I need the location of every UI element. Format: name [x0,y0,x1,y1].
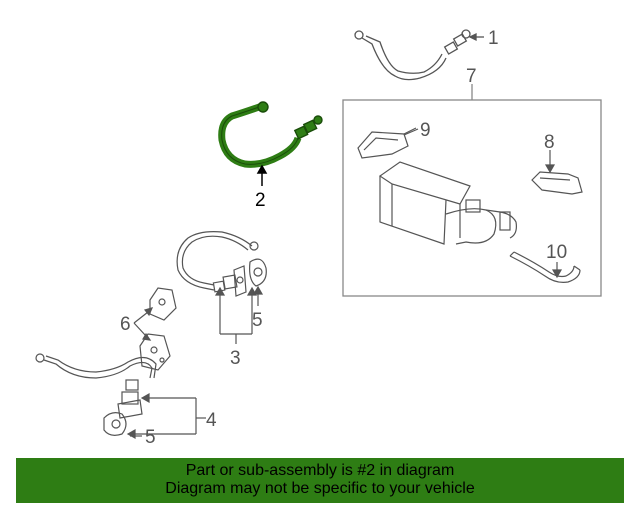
callout-9: 9 [420,120,431,141]
callout-5-upper: 5 [252,310,263,331]
part-7-canister-box[interactable] [342,84,602,297]
part-3-oxygen-sensor[interactable] [176,231,259,297]
callout-8: 8 [544,132,555,153]
part-5-gasket-lower[interactable] [103,412,127,436]
callout-7: 7 [466,66,477,87]
part-6-heat-shield-upper[interactable] [149,287,177,321]
part-9-bracket[interactable] [357,127,417,159]
part-8-clip[interactable] [531,171,583,195]
callout-5-lower: 5 [145,427,156,448]
part-5-gasket-upper[interactable] [249,258,267,287]
callout-9-leader [403,128,419,136]
callout-5-upper-arrow [252,285,264,306]
banner-line-2: Diagram may not be specific to your vehi… [165,480,475,497]
callout-3-bracket [214,286,258,344]
banner-line-1: Part or sub-assembly is #2 in diagram [185,462,455,479]
callout-6: 6 [120,314,131,335]
callout-8-arrow [544,150,556,174]
part-6-heat-shield-lower[interactable] [139,333,171,371]
callout-2: 2 [255,190,266,211]
callout-3: 3 [230,348,241,369]
callout-10: 10 [546,242,567,263]
part-2-oxygen-sensor-highlighted[interactable] [218,101,323,168]
parts-diagram: 1 2 3 4 5 5 6 7 8 9 10 [35,28,602,448]
callout-10-arrow [551,262,563,279]
info-banner: Part or sub-assembly is #2 in diagram Di… [16,458,624,503]
callout-1: 1 [488,28,499,49]
callout-4: 4 [206,410,217,431]
part-4-oxygen-sensor[interactable] [35,353,157,419]
callout-2-arrow [256,164,268,186]
charcoal-canister[interactable] [378,161,517,245]
part-1-oxygen-sensor[interactable] [354,29,484,81]
callout-6-leaders [133,307,154,341]
part-10-hose[interactable] [509,251,581,283]
